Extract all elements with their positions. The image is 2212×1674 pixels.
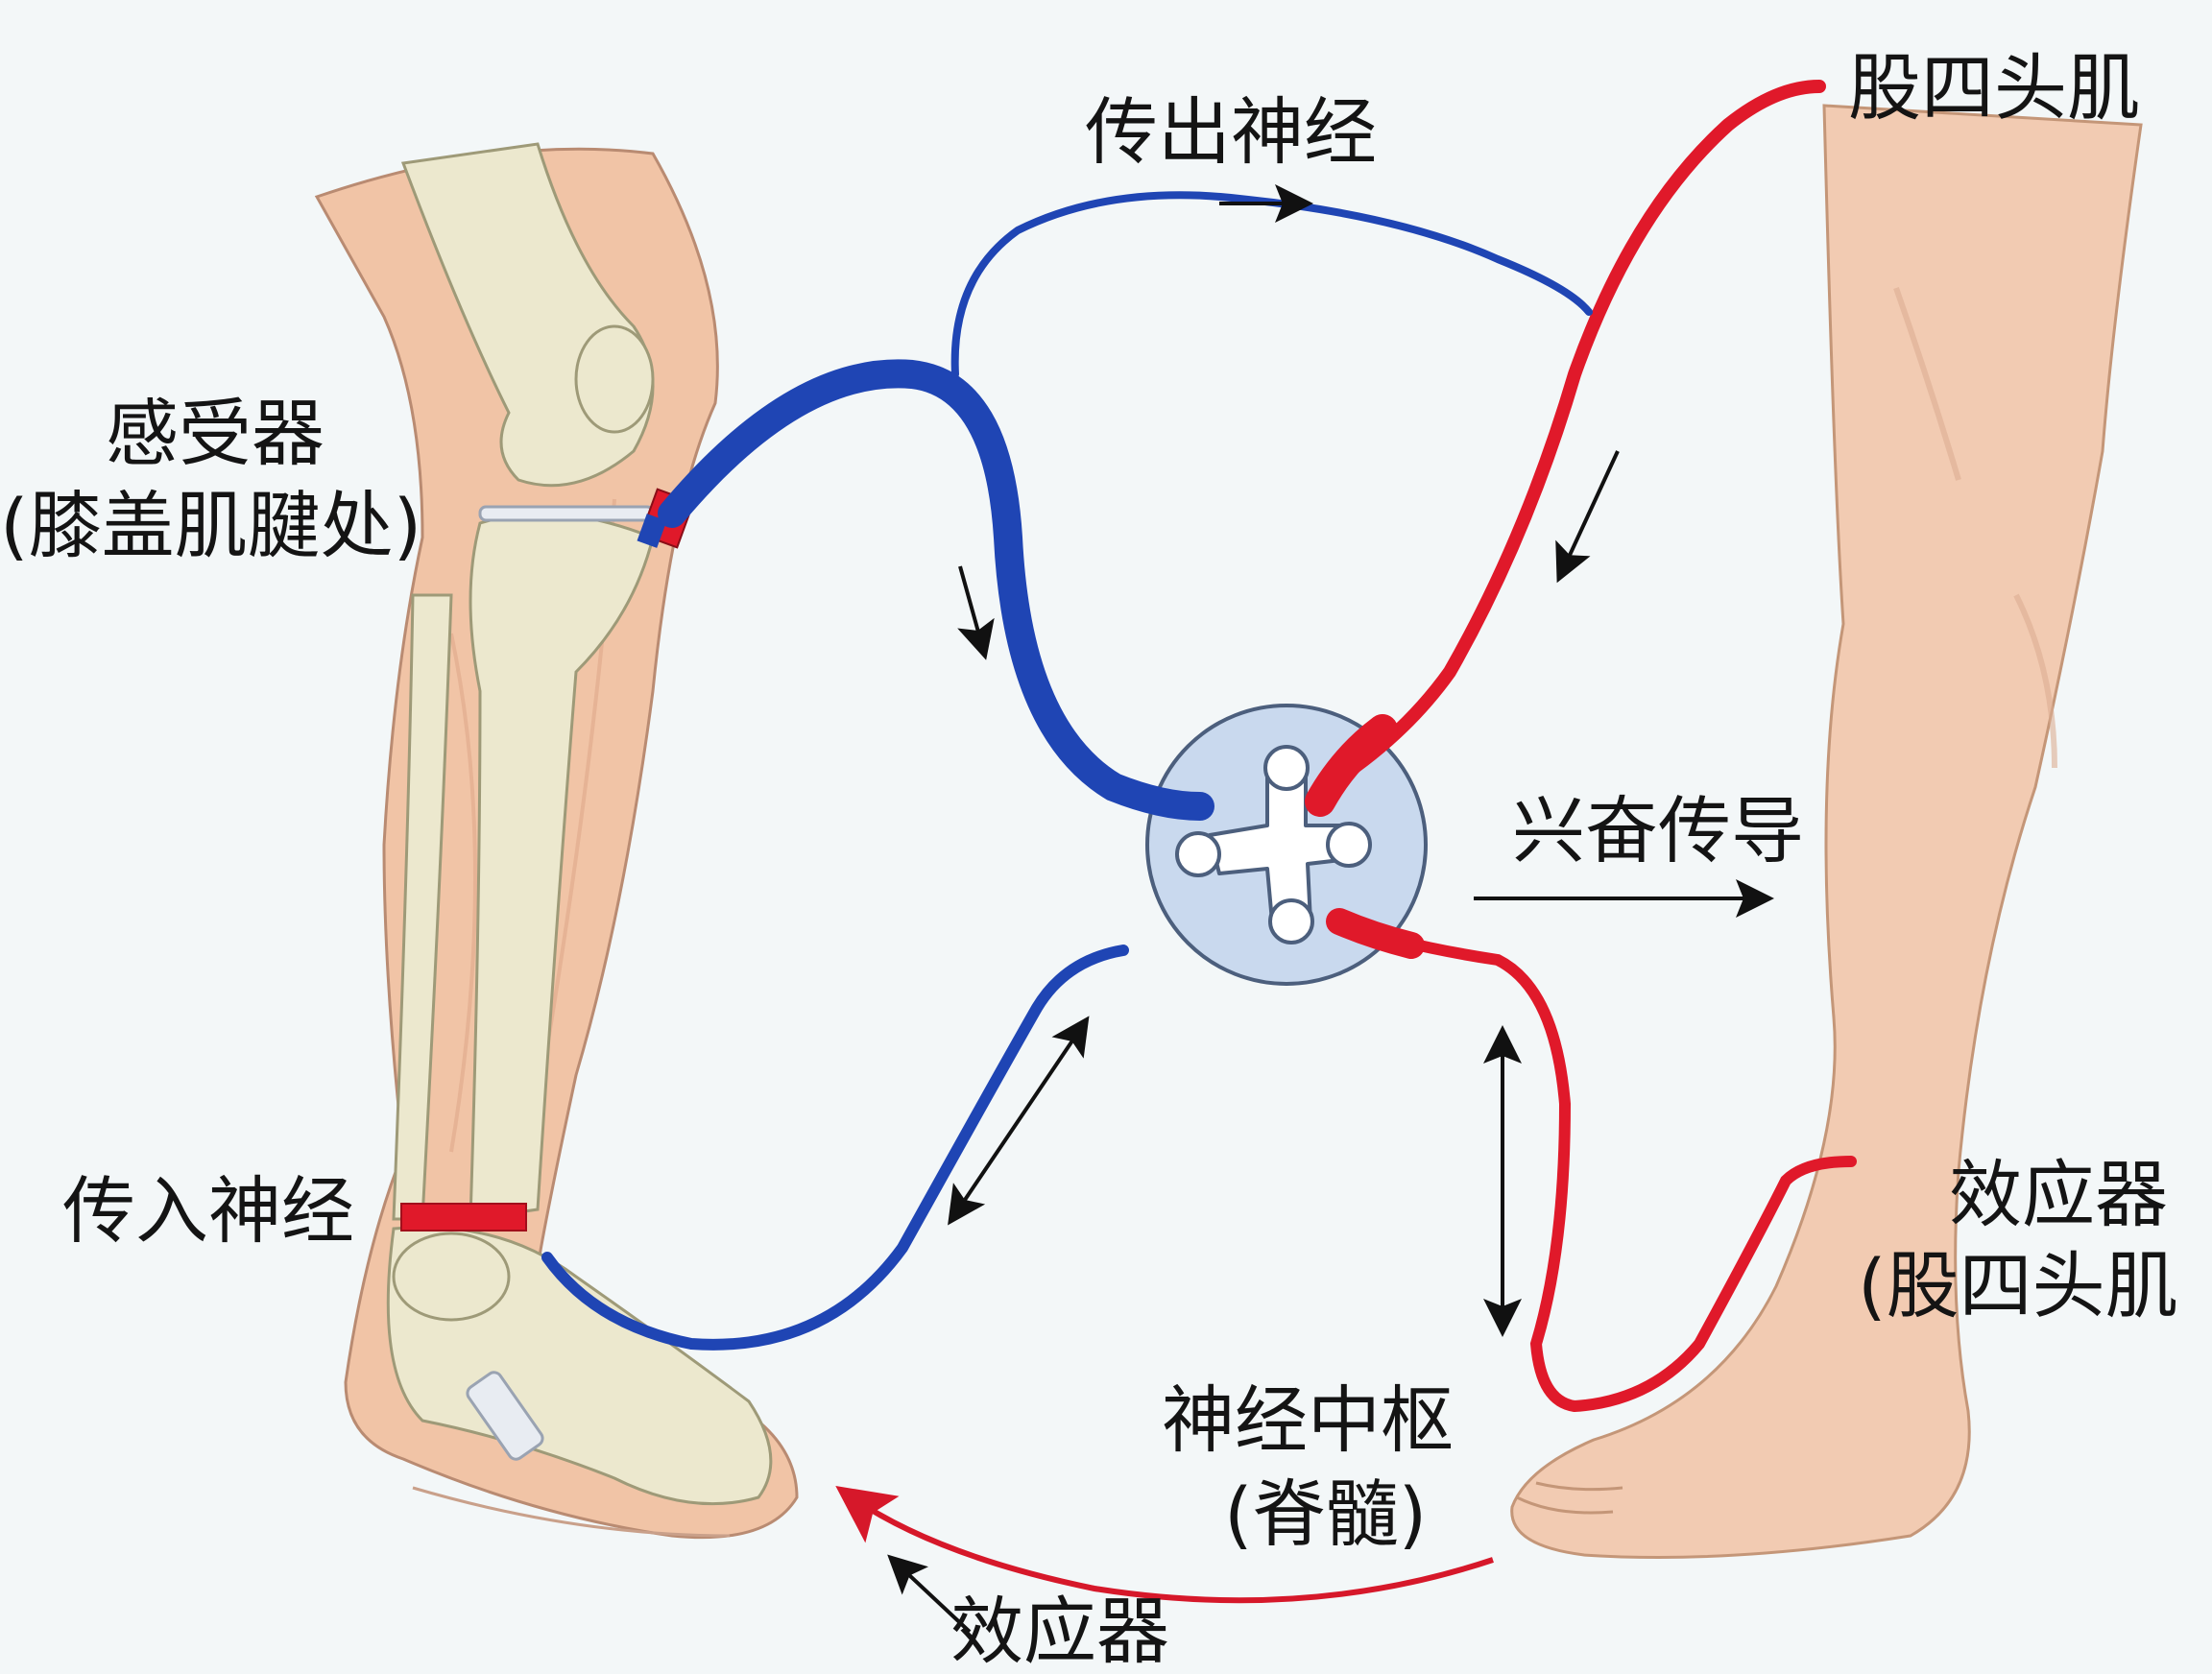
efferent-arc: [950, 191, 1593, 378]
afferent-nerve-lower: [541, 945, 1129, 1351]
right-leg-skin: [1510, 104, 2143, 1559]
direction-arrows: [887, 184, 1774, 1634]
receptor-location-label: (膝盖肌腱处): [0, 483, 422, 568]
excitation-conduction-label: 兴奋传导: [1512, 788, 1804, 873]
quadriceps-label: 股四头肌: [1848, 45, 2140, 131]
nerve-center-label: 神经中枢: [1162, 1377, 1454, 1463]
bottom-effector-label: 效应器: [950, 1589, 1169, 1674]
arrow-afferent-down: [957, 565, 995, 660]
efferent-nerve-upper: [1318, 80, 1826, 794]
afferent-nerve-upper: [658, 359, 1214, 821]
arrow-double-left: [948, 1016, 1090, 1226]
afferent-marker-band: [400, 1203, 527, 1232]
efferent-nerve-lower: [1329, 916, 1857, 1413]
right-leg: [1510, 104, 2143, 1559]
effector-label: 效应器: [1949, 1152, 2168, 1237]
arrow-bottom-black: [887, 1554, 972, 1634]
afferent-nerve-label: 传入神经: [62, 1168, 354, 1254]
receptor-label: 感受器: [106, 391, 325, 476]
arrow-efferent-down: [1555, 450, 1620, 584]
arrow-bottom-red: [835, 1485, 1494, 1604]
efferent-nerve-label: 传出神经: [1085, 89, 1377, 175]
patella-bone: [574, 324, 655, 434]
effector-detail-label: (股四头肌: [1858, 1243, 2178, 1328]
spinal-cord-label: (脊髓): [1224, 1471, 1428, 1557]
